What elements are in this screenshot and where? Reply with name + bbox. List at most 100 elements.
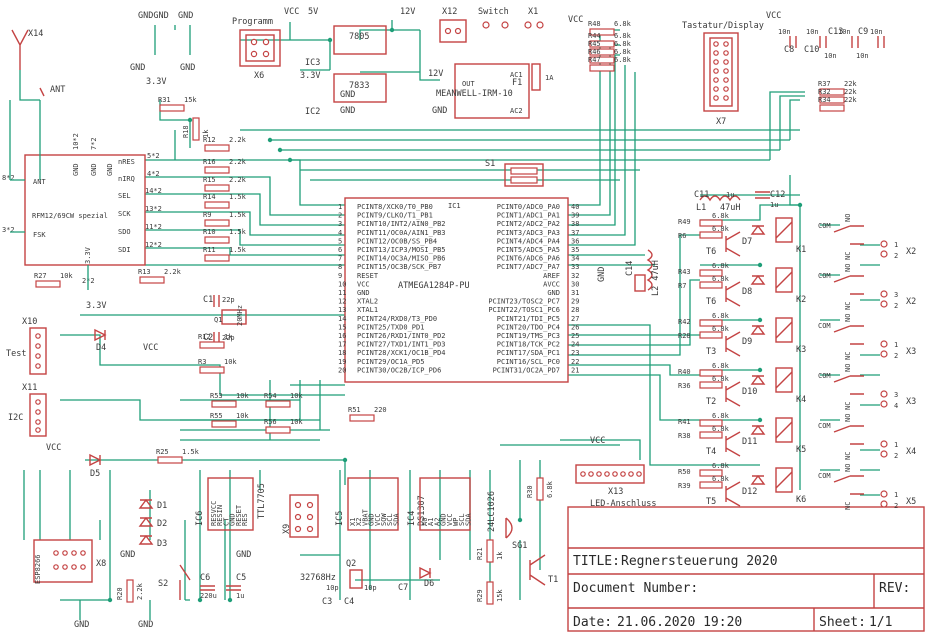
resistor-ref: R56 (264, 418, 277, 426)
relay-transistor: T4 (706, 447, 716, 457)
rev-label: REV: (879, 581, 910, 596)
fuse-val: 1A (545, 74, 554, 82)
relay-nc: NC (844, 452, 852, 460)
relay-transistor: T6 (706, 247, 716, 257)
resistor-ref: R44 (588, 32, 601, 40)
mcu-pin-right: PCINT18/TCK_PC2 (497, 341, 560, 349)
mcu-pin-left: PCINT12/OC0B/SS_PB4 (357, 237, 437, 245)
relay-output: X5 (906, 497, 916, 507)
mcu-pinnum-left: 13 (338, 306, 346, 314)
x7-pin (723, 41, 729, 47)
resistor-ref: R55 (210, 412, 223, 420)
mcu-pin-right: PCINT4/ADC4_PA4 (497, 237, 560, 245)
rfm-num-5: 5*2 (147, 152, 160, 160)
mcu-pin-left: GND (357, 289, 370, 297)
antenna-x14: X14 ANT (9, 29, 65, 180)
esp-label: ESP8266 (34, 554, 42, 584)
mcu-pinnum-right: 29 (571, 298, 579, 306)
sg1-label: SG1 (512, 541, 527, 551)
resistor-val: 6.8k (614, 32, 632, 40)
resistor-val: 22k (844, 96, 857, 104)
resistor-ref: R16 (203, 158, 216, 166)
mcu-pin-right: PCINT5/ADC5_PA5 (497, 246, 560, 254)
mcu-pinnum-left: 17 (338, 341, 346, 349)
mcu-pinnum-right: 30 (571, 280, 579, 288)
title-label: TITLE: (573, 554, 620, 569)
c10n-c: 10n (838, 28, 851, 36)
c12-val: 1u (770, 201, 778, 209)
led-label: LED-Anschluss (590, 499, 657, 509)
relay-no: NO (844, 414, 852, 422)
relay-com: COM (818, 272, 831, 280)
x7-pin (723, 86, 729, 92)
relay-nc: NC (844, 302, 852, 310)
c13-label: C13 (828, 27, 843, 37)
mcu-pinnum-left: 11 (338, 289, 346, 297)
resistor-ref: R9 (203, 211, 211, 219)
relay-rc: R40 (678, 368, 691, 376)
mcu-pin-right: PCINT22/TOSC1_PC6 (488, 306, 560, 314)
relay-terminal-num: 1 (894, 441, 898, 449)
resistor-ref: R32 (818, 88, 831, 96)
docnum-label: Document Number: (573, 581, 698, 596)
rfm-pin-ant: ANT (33, 178, 46, 186)
vcc-c: VCC (568, 15, 583, 25)
mcu-pinnum-left: 4 (338, 229, 342, 237)
resistor-ref: R10 (203, 228, 216, 236)
relay-nc: NC (844, 352, 852, 360)
mcu-pinnum-left: 7 (338, 255, 342, 263)
x7-pin (723, 68, 729, 74)
i2c-label: I2C (8, 413, 23, 423)
x7-pin (723, 77, 729, 83)
relay-nc: NC (844, 502, 852, 510)
x13-pin (636, 471, 642, 477)
x7-pin (723, 50, 729, 56)
relay-no: NO (844, 214, 852, 222)
mcu-pin-right: PCINT16/SCL_PC0 (497, 358, 560, 366)
relay-rval: 6.8k (712, 312, 730, 320)
resistor-ref: R29 (476, 589, 484, 602)
s2-label: S2 (158, 579, 168, 589)
mcu-pin-left: PCINT28/XCK1/OC1B_PD4 (357, 349, 446, 357)
c5-val: 1u (236, 592, 244, 600)
rfm-module: RFM12/69CW spezial ANT FSK nRES nIRQ SEL… (2, 133, 162, 290)
ic4-pins-label: VCC (446, 513, 454, 526)
relay-rc: R42 (678, 318, 691, 326)
resistor-ref: R45 (588, 40, 601, 48)
v5-top: 5V (308, 7, 318, 17)
d1-label: D1 (157, 501, 167, 511)
c10n-b: 10n (806, 28, 819, 36)
caps-top-right: 10n 10n 10n 10n C8 C10 C13 C9 10n 10n (778, 27, 885, 60)
switch-s2: S2 (158, 564, 191, 600)
ic6-pins-label: RESVCC (210, 501, 218, 526)
c10n-d: 10n (870, 28, 883, 36)
wire-network (23, 20, 880, 620)
rfm-pin-sdo: SDO (118, 228, 131, 236)
q1-val: 20MHz (236, 305, 244, 326)
resistor-val: 6.8k (614, 20, 632, 28)
relay-diode: D11 (742, 437, 757, 447)
relay-rb: R6 (678, 232, 686, 240)
resistor-val: 1k (224, 333, 233, 341)
mcu-pinnum-left: 1 (338, 203, 342, 211)
resistor-ref: R21 (476, 547, 484, 560)
v12-b: 12V (428, 69, 443, 79)
relay-rc: R49 (678, 218, 691, 226)
resistor-ref: R14 (203, 193, 216, 201)
relay-no: NO (844, 264, 852, 272)
header-x10: X10 Test D4 (6, 317, 107, 375)
gnd-a: GND (130, 63, 145, 73)
x13-pin (612, 471, 618, 477)
title-block-frame (567, 506, 925, 632)
relay-terminal (880, 250, 888, 258)
esp-pin (71, 550, 77, 556)
mcu-pinnum-right: 28 (571, 306, 579, 314)
relay-terminal-num: 2 (894, 502, 898, 510)
esp8266-x8: ESP8266 X8 (33, 539, 106, 584)
c11-ref: C11 (694, 190, 709, 200)
